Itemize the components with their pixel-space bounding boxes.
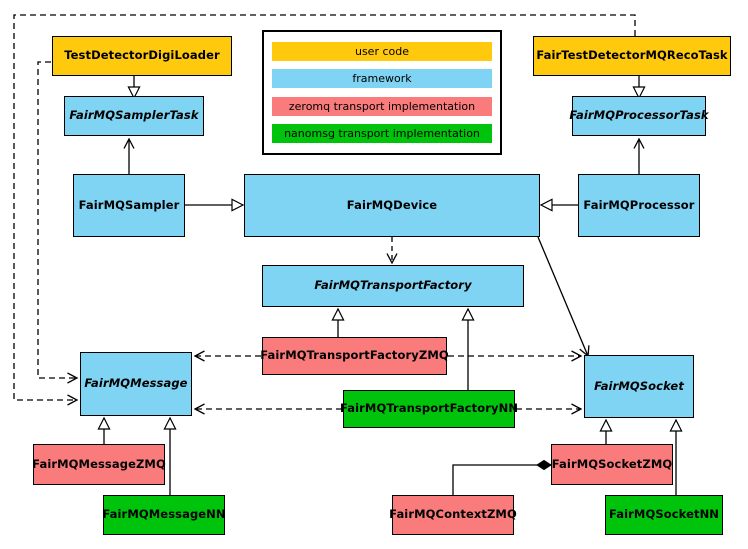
class-node-fairmqsamplertask[interactable]: FairMQSamplerTask	[64, 96, 204, 136]
legend-item-framework: framework	[272, 69, 492, 89]
class-node-testdetectordigiloader[interactable]: TestDetectorDigiLoader	[52, 36, 232, 76]
class-node-fairmqcontextzmq[interactable]: FairMQContextZMQ	[389, 495, 517, 535]
class-node-fairmqprocessor[interactable]: FairMQProcessor	[578, 174, 700, 237]
class-node-fairmqsocketzmq[interactable]: FairMQSocketZMQ	[551, 444, 673, 485]
class-node-label: FairMQSocketZMQ	[551, 456, 673, 471]
class-node-fairmqtransportfactoryzmq[interactable]: FairMQTransportFactoryZMQ	[260, 337, 449, 375]
class-node-fairmqtransportfactorynn[interactable]: FairMQTransportFactoryNN	[339, 390, 519, 428]
edge-contextzmq-to-socketzmq	[452, 459, 552, 495]
class-node-fairmqmessagenn[interactable]: FairMQMessageNN	[102, 495, 226, 535]
class-node-fairmqmessagezmq[interactable]: FairMQMessageZMQ	[32, 444, 166, 485]
class-node-fairmqsampler[interactable]: FairMQSampler	[73, 174, 185, 237]
class-node-label: FairMQSocket	[594, 378, 684, 393]
legend-label-framework: framework	[352, 72, 412, 86]
class-node-label: FairMQTransportFactoryNN	[339, 401, 519, 416]
edge-device-to-socket	[537, 236, 590, 358]
class-node-label: FairTestDetectorMQRecoTask	[536, 48, 728, 63]
class-node-fairmqdevice[interactable]: FairMQDevice	[244, 174, 540, 237]
legend-label-zeromq: zeromq transport implementation	[288, 99, 476, 113]
class-node-label: FairMQSamplerTask	[69, 108, 199, 123]
class-node-label: FairMQSocketNN	[608, 507, 720, 522]
class-node-fairmqprocessortask[interactable]: FairMQProcessorTask	[569, 96, 709, 136]
class-node-fairmqtransportfactory[interactable]: FairMQTransportFactory	[262, 265, 524, 307]
legend-item-user-code: user code	[272, 42, 492, 62]
class-node-label: FairMQProcessorTask	[569, 108, 709, 123]
class-node-label: TestDetectorDigiLoader	[64, 48, 220, 63]
class-node-fairtestdetectormqrecotask[interactable]: FairTestDetectorMQRecoTask	[533, 36, 731, 76]
class-node-fairmqmessage[interactable]: FairMQMessage	[80, 352, 192, 416]
class-node-label: FairMQMessageNN	[102, 507, 226, 522]
legend-item-nanomsg: nanomsg transport implementation	[272, 123, 492, 143]
class-node-label: FairMQDevice	[346, 197, 438, 212]
legend-label-user-code: user code	[354, 45, 410, 59]
class-node-label: FairMQTransportFactory	[314, 278, 472, 293]
legend-item-zeromq: zeromq transport implementation	[272, 96, 492, 116]
class-node-label: FairMQTransportFactoryZMQ	[260, 348, 449, 363]
class-node-fairmqsocket[interactable]: FairMQSocket	[584, 355, 694, 418]
class-node-label: FairMQContextZMQ	[389, 507, 517, 522]
class-node-label: FairMQMessageZMQ	[32, 456, 166, 471]
legend-label-nanomsg: nanomsg transport implementation	[284, 126, 480, 140]
legend-panel: user code framework zeromq transport imp…	[262, 30, 502, 155]
class-node-label: FairMQSampler	[78, 197, 180, 212]
class-node-label: FairMQProcessor	[583, 197, 695, 212]
class-node-fairmqsocketnn[interactable]: FairMQSocketNN	[605, 495, 723, 535]
class-node-label: FairMQMessage	[84, 376, 188, 391]
